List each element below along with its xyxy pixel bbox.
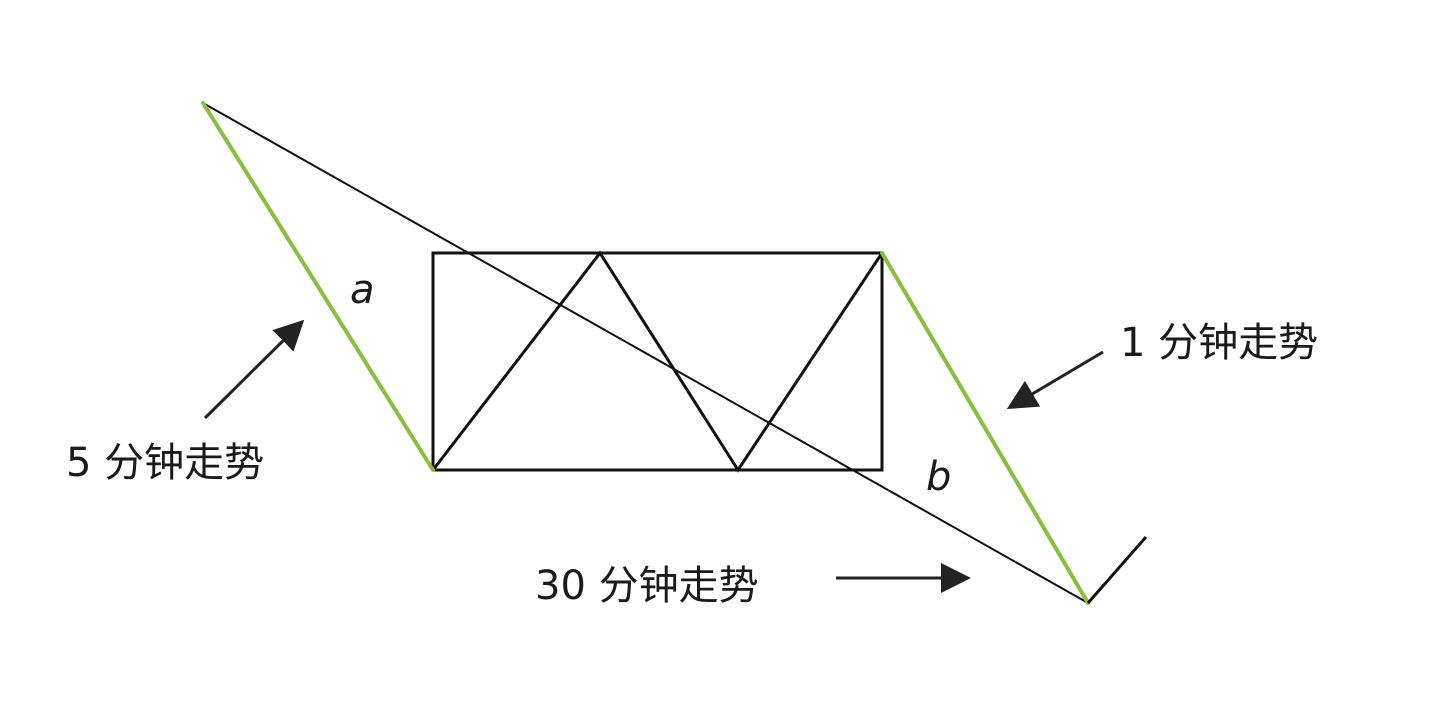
one-min-trend-label: 1 分钟走势	[1120, 320, 1318, 366]
thirty-min-trend-line	[202, 102, 1089, 604]
segment-a-line	[201, 101, 435, 472]
one-min-pointer-arrow	[1006, 350, 1104, 410]
continuation-tick-line	[1086, 536, 1148, 604]
segment-b-label: b	[926, 454, 951, 500]
inner-zigzag-line	[431, 250, 884, 473]
thirty-min-trend-label: 30 分钟走势	[535, 563, 759, 609]
segment-a-label: a	[350, 267, 375, 313]
segment-b-line	[880, 251, 1090, 605]
five-min-pointer-arrow	[203, 319, 305, 420]
consolidation-box	[431, 251, 884, 472]
five-min-trend-label: 5 分钟走势	[66, 440, 264, 486]
